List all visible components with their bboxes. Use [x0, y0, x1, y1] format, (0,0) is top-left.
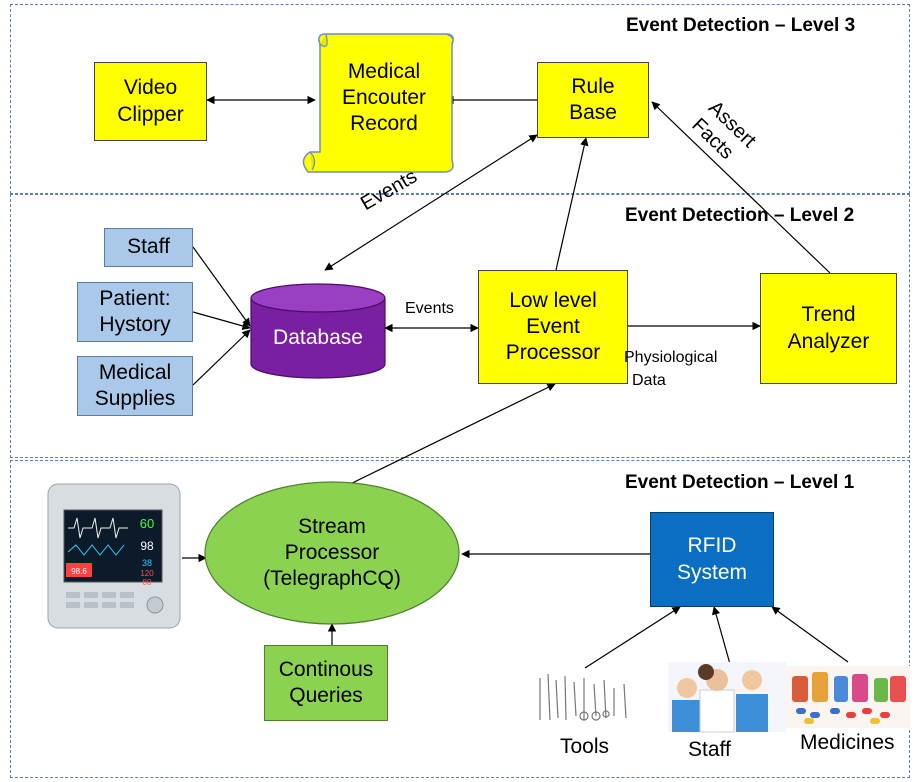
zone-level-1	[10, 460, 910, 778]
medical-staff-image	[668, 662, 786, 733]
medical-record-scroll-shape	[302, 33, 454, 173]
svg-text:120: 120	[140, 569, 154, 578]
edge-supplies-database	[192, 329, 251, 386]
stream-processor-shape	[204, 481, 460, 625]
surgical-tools-image	[539, 673, 627, 721]
patient-monitor-image: 98.6 60 98 38 120 80	[47, 483, 181, 629]
svg-text:38: 38	[142, 558, 152, 568]
level-3-title: Event Detection – Level 3	[626, 15, 856, 36]
database-node: Database	[273, 325, 363, 349]
tools-caption: Tools	[560, 735, 610, 758]
svg-text:80: 80	[143, 578, 152, 587]
medicines-image	[786, 666, 910, 728]
events-database-label: Events	[405, 300, 454, 317]
edge-tools-rfid	[584, 606, 681, 669]
medicines-caption: Medicines	[800, 731, 895, 754]
edge-rule-database	[324, 134, 538, 271]
staff-caption: Staff	[688, 738, 731, 761]
svg-text:98: 98	[140, 539, 154, 553]
patient-history-node: Patient:Hystory	[77, 282, 193, 342]
edge-staff-database	[192, 246, 251, 327]
level-1-title: Event Detection – Level 1	[625, 472, 855, 493]
svg-text:98.6: 98.6	[71, 567, 87, 576]
edge-stream-processor	[341, 383, 556, 489]
svg-text:60: 60	[140, 516, 154, 531]
level-2-title: Event Detection – Level 2	[625, 205, 855, 226]
edge-medicines-rfid	[771, 606, 849, 663]
physiological-data-label: Physiological Data	[624, 349, 718, 390]
staff-source-node: Staff	[104, 228, 193, 267]
edge-staff-rfid	[711, 606, 731, 665]
edge-patient-database	[192, 311, 251, 331]
database-cylinder-shape	[250, 283, 386, 379]
edge-trend-rule	[651, 101, 831, 274]
edge-processor-rule	[555, 137, 589, 271]
